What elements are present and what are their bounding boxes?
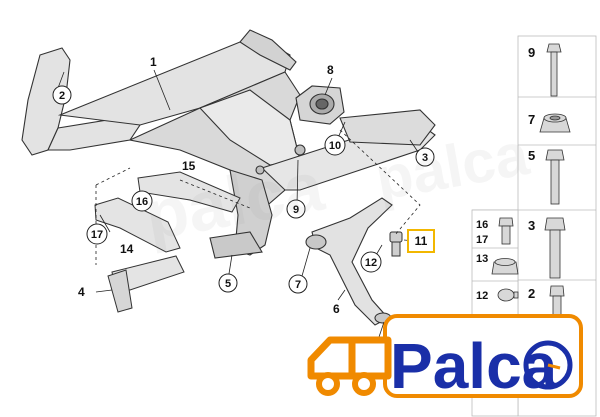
svg-text:7: 7	[295, 279, 301, 291]
svg-text:2: 2	[59, 90, 65, 102]
callout-9: 9	[286, 199, 306, 219]
subframe-part	[21, 29, 436, 259]
clock-icon	[523, 340, 573, 390]
svg-text:15: 15	[182, 159, 196, 173]
ball-joint-part	[389, 231, 403, 257]
bolt-2-icon	[549, 285, 565, 317]
nut-13-icon	[491, 258, 519, 275]
sidebar-label-3: 3	[528, 218, 535, 233]
svg-text:16: 16	[136, 196, 148, 208]
callout-17: 17	[86, 223, 108, 245]
callout-4: 4	[78, 285, 85, 299]
svg-text:3: 3	[422, 152, 428, 164]
callout-8: 8	[327, 63, 334, 77]
svg-text:14: 14	[120, 242, 134, 256]
svg-text:12: 12	[365, 257, 377, 269]
svg-text:palca: palca	[139, 147, 330, 255]
sidebar-label-9: 9	[528, 45, 535, 60]
bolt-5-icon	[545, 149, 565, 205]
svg-text:4: 4	[78, 285, 85, 299]
svg-text:1: 1	[150, 55, 157, 69]
bolt-3-icon	[544, 217, 566, 279]
bolt-16-17-icon	[498, 217, 514, 245]
bolt-12-icon	[497, 288, 519, 302]
callout-10: 10	[324, 134, 346, 156]
svg-text:10: 10	[329, 140, 341, 152]
logo-text: Palca	[390, 330, 558, 402]
callout-14: 14	[120, 242, 134, 256]
callout-1: 1	[150, 55, 157, 69]
svg-text:9: 9	[293, 204, 299, 216]
truck-icon	[307, 336, 392, 396]
svg-text:8: 8	[327, 63, 334, 77]
svg-text:11: 11	[415, 234, 428, 248]
rubber-mount-part	[295, 85, 345, 125]
brackets-parts	[94, 171, 241, 313]
callout-7: 7	[288, 274, 308, 294]
sidebar-label-13: 13	[476, 253, 488, 265]
callout-5: 5	[218, 273, 238, 293]
bolt-9-icon	[546, 43, 562, 97]
nut-7-icon	[539, 113, 571, 133]
sidebar-label-17: 17	[476, 234, 488, 246]
svg-text:5: 5	[225, 278, 231, 290]
callout-12: 12	[360, 251, 382, 273]
sidebar-label-2: 2	[528, 286, 535, 301]
sidebar-label-12: 12	[476, 290, 488, 302]
callout-15: 15	[182, 159, 196, 173]
callout-6: 6	[333, 302, 340, 316]
palca-logo: Palca	[307, 314, 583, 402]
svg-text:17: 17	[91, 229, 103, 241]
callout-16: 16	[131, 190, 153, 212]
svg-text:6: 6	[333, 302, 340, 316]
sidebar-label-16: 16	[476, 219, 488, 231]
callout-2: 2	[52, 85, 72, 105]
sidebar-label-7: 7	[528, 112, 535, 127]
callout-11-highlight: 11	[407, 229, 435, 253]
sidebar-label-5: 5	[528, 148, 535, 163]
callout-3: 3	[415, 147, 435, 167]
